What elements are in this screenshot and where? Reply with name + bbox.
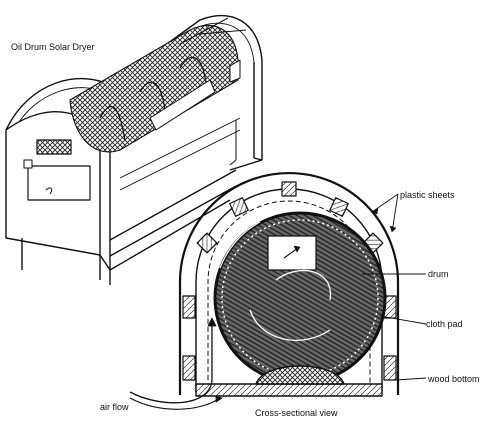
- arch-rib: [329, 197, 349, 217]
- diagram-title: Oil Drum Solar Dryer: [11, 42, 95, 52]
- label-drum: drum: [428, 269, 449, 279]
- side-post: [182, 295, 196, 319]
- front-door: [27, 165, 91, 201]
- arch-rib: [229, 197, 249, 217]
- dryer-cross-section: [129, 171, 427, 410]
- drum-door: [267, 235, 317, 271]
- label-cloth-pad: cloth pad: [426, 319, 463, 329]
- air-flow-arrow: [129, 320, 213, 404]
- label-air-flow: air flow: [100, 402, 129, 412]
- arch-rib: [196, 232, 218, 254]
- arch-rib: [281, 181, 297, 197]
- side-post: [383, 355, 397, 381]
- cloth-pad: [255, 365, 345, 385]
- label-wood-bottom: wood bottom: [428, 374, 480, 384]
- label-cross-section: Cross-sectional view: [255, 408, 338, 418]
- side-post: [182, 355, 196, 381]
- outer-arch: [178, 171, 400, 395]
- wood-bottom: [195, 383, 383, 397]
- dryer-far-end: [253, 60, 263, 160]
- front-vent: [36, 139, 72, 155]
- label-plastic-sheets: plastic sheets: [400, 190, 455, 200]
- dryer-perspective: [5, 14, 263, 285]
